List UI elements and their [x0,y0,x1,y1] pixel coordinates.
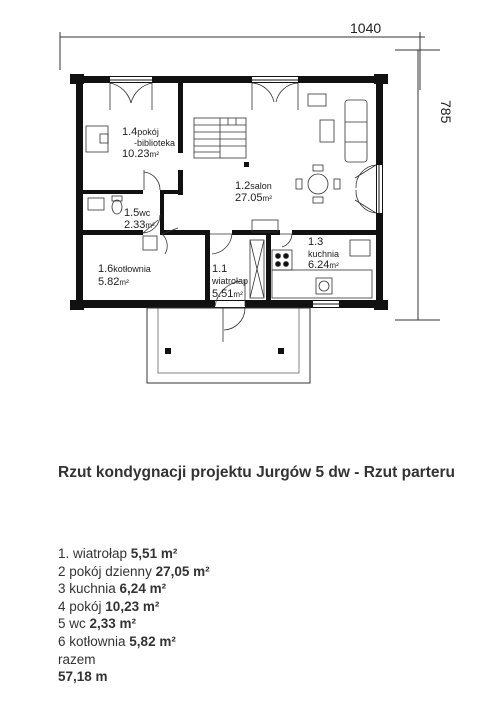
room-area: 2.33 [124,219,145,231]
summary-label: 4 pokój [58,598,106,614]
interior-walls [83,83,376,301]
room-area: 6.24 [308,259,329,271]
room-name: pokój [137,127,159,137]
svg-text:1.6kotłownia: 1.6kotłownia [98,263,151,275]
room-name: kotłownia [113,264,151,274]
summary-value: 10,23 m² [105,598,160,614]
summary-value: 27,05 m² [155,563,210,579]
room-unit: m² [329,261,339,270]
summary-label: 5 wc [58,616,90,632]
plan-caption: Rzut kondygnacji projektu Jurgów 5 dw - … [58,464,455,481]
room-label-pokoj: 1.4pokój -biblioteka 10.23m² [122,126,175,160]
svg-text:5.82m²: 5.82m² [98,276,129,288]
room-name: salon [250,181,272,191]
floor-plan: 1040 785 [59,20,454,384]
room-number: 1.2 [235,180,250,192]
room-number: 1.6 [98,263,113,275]
room-number: 1.3 [308,236,323,248]
svg-text:6.24m²: 6.24m² [308,259,339,271]
svg-text:2.33m²: 2.33m² [124,219,155,231]
svg-text:1.5wc: 1.5wc [124,207,151,219]
summary-value: 2,33 m² [89,616,137,632]
room-label-kotlownia: 1.6kotłownia 5.82m² [98,263,151,288]
area-summary: 1. wiatrołap 5,51 m² 2 pokój dzienny 27,… [58,545,458,686]
room-unit: m² [150,150,160,159]
summary-total-value: 57,18 m [58,669,108,685]
staircase [193,117,247,159]
svg-text:1.2salon: 1.2salon [235,180,272,192]
room-area: 10.23 [122,148,150,160]
room-area: 27.05 [235,192,263,204]
summary-label: 6 kotłownia [58,633,130,649]
room-name: wc [138,208,150,218]
dimension-width: 1040 [350,20,381,36]
windows [110,79,380,305]
room-name-secondary: -biblioteka [134,138,175,148]
room-label-wc: 1.5wc 2.33m² [124,207,155,231]
room-number: 1.1 [212,263,227,275]
room-unit: m² [233,290,243,299]
chimney [244,162,249,167]
dimension-lines [59,32,440,321]
svg-text:10.23m²: 10.23m² [122,148,159,160]
porch [146,307,311,384]
svg-text:27.05m²: 27.05m² [235,192,272,204]
summary-row: 6 kotłownia 5,82 m² [58,633,458,651]
room-number: 1.4 [122,126,137,138]
summary-value: 6,24 m² [119,581,167,597]
room-name: kuchnia [308,249,339,259]
dimension-height: 785 [438,100,454,124]
room-unit: m² [119,278,129,287]
furniture [85,93,373,299]
svg-text:1.4pokój: 1.4pokój [122,126,159,138]
room-number: 1.5 [124,207,139,219]
summary-total-label: razem [58,651,96,667]
summary-row: 1. wiatrołap 5,51 m² [58,545,458,563]
floor-plan-drawing: 1040 785 [59,20,454,384]
room-label-kuchnia: 1.3 kuchnia 6.24m² [308,236,339,271]
summary-label: 2 pokój dzienny [58,563,156,579]
room-label-salon: 1.2salon 27.05m² [235,180,272,204]
doors [109,82,377,307]
room-label-wiatrolap: 1.1 wiatrołap 5.51m² [211,263,248,300]
room-name: wiatrołap [211,276,248,286]
svg-text:5.51m²: 5.51m² [212,288,243,300]
room-unit: m² [145,221,155,230]
summary-row: 2 pokój dzienny 27,05 m² [58,563,458,581]
room-area: 5.51 [212,288,233,300]
summary-value: 5,51 m² [130,546,178,561]
summary-label: 3 kuchnia [58,581,120,597]
summary-row: 5 wc 2,33 m² [58,615,458,633]
summary-row: 4 pokój 10,23 m² [58,598,458,616]
summary-label: 1. wiatrołap [58,546,131,561]
summary-value: 5,82 m² [129,633,176,649]
room-unit: m² [263,194,273,203]
summary-row: 3 kuchnia 6,24 m² [58,580,458,598]
summary-total: 57,18 m [58,668,458,686]
room-area: 5.82 [98,276,119,288]
